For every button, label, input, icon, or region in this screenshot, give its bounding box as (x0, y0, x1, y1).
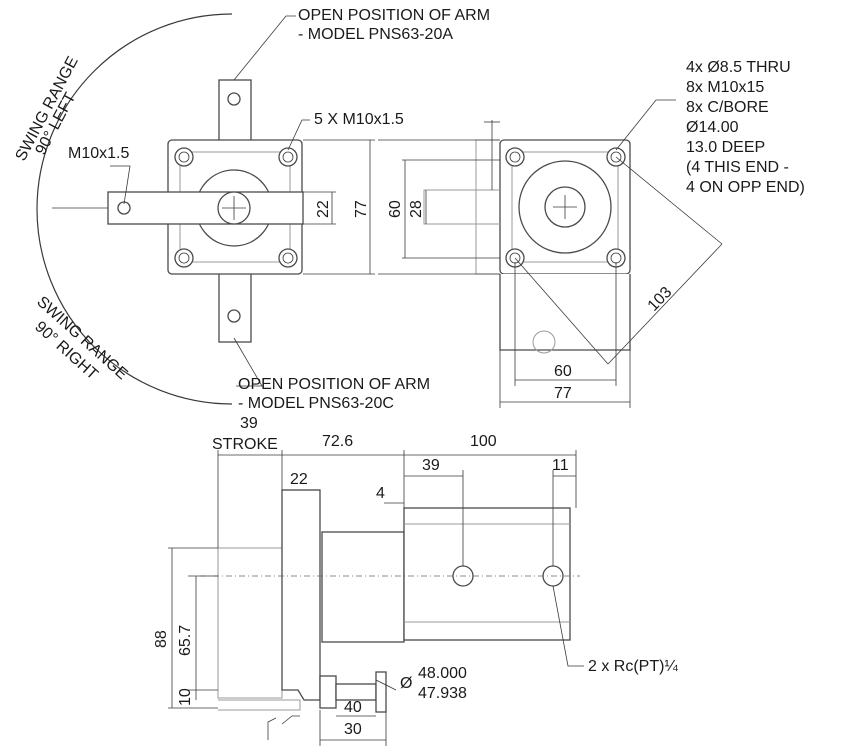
dim-65-7: 65.7 (177, 625, 194, 656)
holes-note-line-4: Ø14.00 (686, 119, 739, 136)
shaft-dia-symbol: Ø (400, 675, 412, 692)
rear-body (321, 531, 405, 643)
holes-note-line-2: 8x M10x15 (686, 79, 764, 96)
lower-open-arm (218, 269, 252, 343)
dim-22-front: 22 (315, 200, 332, 218)
dim-10: 10 (177, 688, 194, 706)
dim-stroke-label: STROKE (212, 436, 278, 453)
swing-range-arc (36, 13, 233, 405)
shaft-dia-bottom: 47.938 (418, 685, 467, 702)
holes-note-line-5: 13.0 DEEP (686, 139, 765, 156)
dim-4: 4 (376, 485, 385, 502)
dim-11-port: 11 (552, 457, 569, 474)
clamp-arm-side (281, 489, 321, 701)
open-arm-a-label-1: OPEN POSITION OF ARM (298, 7, 490, 24)
horizontal-arm (107, 191, 304, 225)
dim-100: 100 (470, 433, 497, 450)
dim-60-bottom: 60 (554, 363, 572, 380)
side-mount-hole (532, 330, 556, 354)
holes-note-line-6: (4 THIS END - (686, 159, 789, 176)
side-view (378, 99, 723, 408)
holes-note-line-7: 4 ON OPP END) (686, 179, 805, 196)
bottom-view (168, 450, 584, 746)
front-bolts (174, 147, 298, 268)
dim-103-diag: 103 (645, 284, 676, 315)
open-arm-c-label-2: - MODEL PNS63-20C (238, 395, 394, 412)
dim-22-arm: 22 (290, 471, 308, 488)
dim-39-port: 39 (422, 457, 440, 474)
holes-note: 4x Ø8.5 THRU 8x M10x15 8x C/BORE Ø14.00 … (686, 59, 805, 196)
dim-28-side: 28 (408, 200, 425, 218)
arm-thread-label: M10x1.5 (68, 145, 129, 162)
dim-88: 88 (153, 630, 170, 648)
top-thread-label: 5 X M10x1.5 (314, 111, 404, 128)
dim-60-side: 60 (387, 200, 404, 218)
dim-77-front: 77 (353, 200, 370, 218)
dim-30: 30 (344, 721, 362, 738)
open-arm-c-label-1: OPEN POSITION OF ARM (238, 376, 430, 393)
front-view (36, 13, 375, 405)
cylinder-body (403, 507, 571, 641)
open-arm-a-label-2: - MODEL PNS63-20A (298, 26, 453, 43)
holes-note-line-3: 8x C/BORE (686, 99, 769, 116)
dim-stroke-value: 39 (240, 415, 258, 432)
ports-note: 2 x Rc(PT)¼ (588, 658, 678, 675)
holes-note-line-1: 4x Ø8.5 THRU (686, 59, 791, 76)
dim-72-6: 72.6 (322, 433, 353, 450)
dim-40: 40 (344, 699, 362, 716)
shaft-dia-top: 48.000 (418, 665, 467, 682)
dim-77-bottom: 77 (554, 385, 572, 402)
